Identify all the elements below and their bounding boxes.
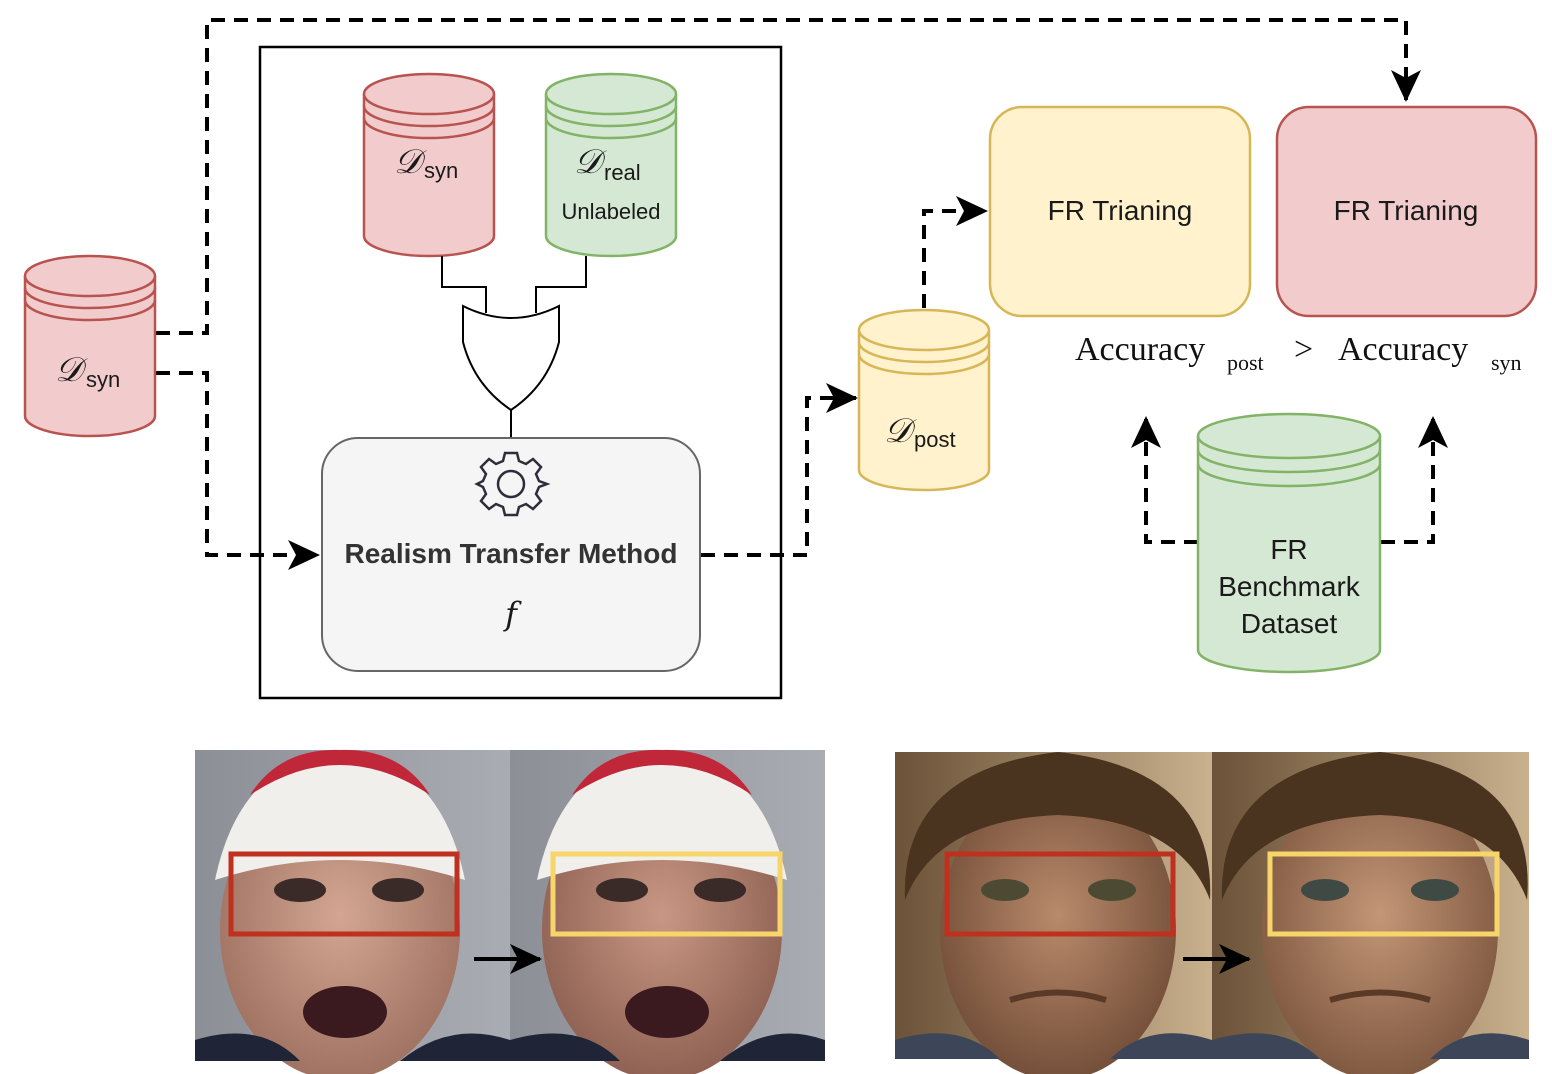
- benchmark-line2: Benchmark: [1218, 571, 1361, 602]
- connector-syn-to-training: [156, 18, 1421, 335]
- accuracy-syn-label: Accuracy: [1338, 331, 1468, 368]
- dataset-real-note: Unlabeled: [561, 199, 660, 224]
- example-face-2-synthetic: [895, 752, 1212, 1074]
- benchmark-line1: FR: [1270, 534, 1307, 565]
- benchmark-line3: Dataset: [1241, 608, 1338, 639]
- connector-post-to-training: [922, 196, 988, 308]
- dataset-real-sub: real: [604, 160, 641, 185]
- benchmark-dataset-cylinder: FR Benchmark Dataset: [1196, 412, 1382, 674]
- connector-syn-to-method: [156, 371, 320, 570]
- dataset-syn-sub: syn: [86, 367, 120, 392]
- fr-training-post-label: FR Trianing: [1048, 195, 1193, 226]
- accuracy-operator: >: [1294, 331, 1313, 368]
- method-container: [258, 45, 783, 700]
- realism-transfer-method-box: Realism Transfer Method f: [321, 437, 701, 672]
- fr-training-syn-box: FR Trianing: [1275, 105, 1538, 318]
- example-face-2-post: [1212, 752, 1529, 1074]
- method-title: Realism Transfer Method: [345, 538, 678, 569]
- accuracy-post-label: Accuracy: [1075, 331, 1205, 368]
- example-face-1-post: [510, 749, 825, 1074]
- accuracy-post-sub: post: [1227, 350, 1264, 375]
- combine-gate: [441, 256, 587, 440]
- connector-benchmark-to-accuracy-syn: [1381, 416, 1448, 544]
- fr-training-syn-label: FR Trianing: [1334, 195, 1479, 226]
- accuracy-syn-sub: syn: [1491, 350, 1522, 375]
- dataset-syn-inner-sub: syn: [424, 158, 458, 183]
- connector-benchmark-to-accuracy-post: [1131, 416, 1198, 544]
- gear-icon: [474, 451, 551, 517]
- dataset-syn-cylinder: 𝒟 syn: [23, 254, 157, 438]
- accuracy-comparison: Accuracy post > Accuracy syn: [1075, 331, 1522, 375]
- dataset-post-sub: post: [914, 427, 956, 452]
- fr-training-post-box: FR Trianing: [988, 105, 1252, 318]
- dataset-syn-inner-cylinder: 𝒟 syn: [362, 72, 496, 258]
- dataset-post-cylinder: 𝒟 post: [857, 308, 991, 492]
- connector-method-to-post: [701, 383, 858, 557]
- dataset-real-cylinder: 𝒟 real Unlabeled: [544, 72, 678, 258]
- example-face-1-synthetic: [195, 749, 510, 1074]
